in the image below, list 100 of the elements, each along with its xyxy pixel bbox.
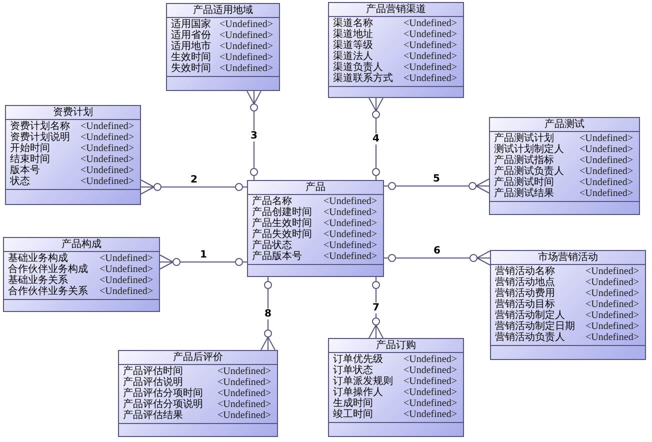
attribute-name: 产品测试负责人 — [494, 166, 564, 177]
attribute-name: 适用省份 — [171, 30, 211, 41]
entity-title: 产品构成 — [62, 238, 102, 251]
attribute-type: <Undefined> — [218, 366, 271, 377]
relationship-line — [384, 250, 490, 266]
relationship-line — [368, 98, 384, 180]
entity-box — [118, 350, 278, 437]
attribute-name: 渠道联系方式 — [333, 73, 393, 84]
attribute-type: <Undefined> — [100, 275, 153, 286]
attribute-name: 产品评估时间 — [123, 366, 184, 377]
entity-box — [490, 250, 646, 360]
edge-label: 1 — [199, 250, 208, 260]
attribute-type: <Undefined> — [324, 240, 377, 251]
attribute-name: 状态 — [10, 176, 31, 187]
relationship-line — [260, 276, 276, 350]
attribute-type: <Undefined> — [580, 177, 633, 188]
attribute-name: 产品评估结果 — [123, 410, 184, 421]
attribute-type: <Undefined> — [580, 155, 633, 166]
attribute-name: 测试计划制定人 — [494, 144, 564, 155]
attribute-name: 营销活动名称 — [495, 266, 556, 277]
attribute-name: 产品评估说明 — [123, 377, 184, 388]
attribute-name: 适用地市 — [171, 41, 211, 52]
attribute-name: 订单优先级 — [333, 354, 384, 365]
entity-box — [3, 237, 160, 312]
attribute-name: 渠道地址 — [333, 29, 374, 40]
entity-title: 产品测试 — [544, 118, 584, 131]
entity-box — [328, 2, 464, 98]
attribute-type: <Undefined> — [220, 30, 273, 41]
attribute-type: <Undefined> — [80, 121, 134, 132]
attribute-type: <Undefined> — [100, 286, 153, 297]
attribute-type: <Undefined> — [586, 332, 639, 343]
attribute-type: <Undefined> — [580, 188, 633, 199]
entity-title: 资费计划 — [53, 106, 93, 119]
edge-label: 3 — [250, 130, 258, 141]
attribute-name: 营销活动负责人 — [495, 332, 566, 343]
attribute-name: 产品测试时间 — [494, 177, 555, 188]
attribute-name: 渠道法人 — [333, 51, 373, 62]
attribute-type: <Undefined> — [218, 410, 271, 421]
attribute-name: 基础业务关系 — [8, 275, 68, 286]
attribute-name: 营销活动目标 — [495, 299, 555, 310]
attribute-name: 适用国家 — [171, 19, 211, 30]
attribute-type: <Undefined> — [586, 277, 639, 288]
entity-title: 产品后评价 — [173, 351, 223, 364]
attribute-name: 营销活动地点 — [495, 277, 556, 288]
attribute-name: 产品测试结果 — [494, 188, 555, 199]
entity-box — [5, 105, 141, 205]
entity-title: 市场营销活动 — [538, 251, 598, 264]
entity-title: 产品适用地域 — [193, 4, 253, 17]
attribute-type: <Undefined> — [404, 354, 457, 365]
attribute-type: <Undefined> — [220, 19, 273, 30]
edge-label: 5 — [432, 174, 441, 184]
attribute-name: 生效时间 — [171, 52, 211, 63]
attribute-name: 结束时间 — [10, 154, 51, 165]
attribute-type: <Undefined> — [324, 207, 377, 218]
attribute-type: <Undefined> — [404, 365, 457, 376]
attribute-name: 版本号 — [10, 165, 41, 176]
relationship-line — [160, 254, 248, 270]
attribute-type: <Undefined> — [220, 63, 273, 74]
attribute-name: 合作伙伴业务关系 — [8, 286, 88, 297]
attribute-type: <Undefined> — [80, 176, 134, 187]
attribute-name: 产品状态 — [252, 240, 292, 251]
attribute-name: 产品评估分项说明 — [123, 399, 203, 410]
attribute-name: 渠道负责人 — [333, 62, 383, 73]
attribute-type: <Undefined> — [586, 266, 639, 277]
attribute-name: 产品失效时间 — [252, 229, 312, 240]
attribute-type: <Undefined> — [218, 388, 271, 399]
attribute-name: 订单派发规则 — [333, 376, 393, 387]
attribute-name: 营销活动制定人 — [495, 310, 565, 321]
attribute-type: <Undefined> — [80, 165, 134, 176]
attribute-type: <Undefined> — [218, 399, 271, 410]
attribute-name: 产品测试指标 — [494, 155, 554, 166]
attribute-type: <Undefined> — [404, 376, 457, 387]
attribute-name: 产品评估分项时间 — [123, 388, 203, 399]
attribute-type: <Undefined> — [100, 253, 153, 264]
entity-box — [328, 338, 464, 437]
attribute-type: <Undefined> — [586, 299, 639, 310]
attribute-name: 产品名称 — [252, 196, 292, 207]
attribute-name: 生成时间 — [333, 398, 374, 409]
entity-title: 产品订购 — [376, 339, 416, 352]
relationship-line — [368, 276, 384, 338]
attribute-name: 产品创建时间 — [252, 207, 312, 218]
attribute-name: 竣工时间 — [333, 409, 374, 420]
entity-box — [489, 117, 640, 215]
edge-label: 7 — [372, 302, 380, 313]
attribute-type: <Undefined> — [220, 52, 273, 63]
attribute-type: <Undefined> — [404, 387, 457, 398]
attribute-type: <Undefined> — [580, 133, 633, 144]
attribute-type: <Undefined> — [80, 154, 134, 165]
attribute-type: <Undefined> — [404, 51, 457, 62]
edge-label: 2 — [190, 174, 198, 186]
relationship-line — [246, 90, 262, 180]
entity-title: 产品营销渠道 — [366, 3, 426, 16]
attribute-name: 资费计划名称 — [10, 121, 70, 132]
attribute-name: 资费计划说明 — [10, 132, 70, 143]
relationship-line — [140, 180, 248, 194]
attribute-name: 合作伙伴业务构成 — [8, 264, 88, 275]
attribute-type: <Undefined> — [324, 196, 377, 207]
attribute-name: 订单操作人 — [333, 387, 384, 398]
attribute-name: 渠道等级 — [333, 40, 374, 51]
attribute-type: <Undefined> — [80, 132, 134, 143]
